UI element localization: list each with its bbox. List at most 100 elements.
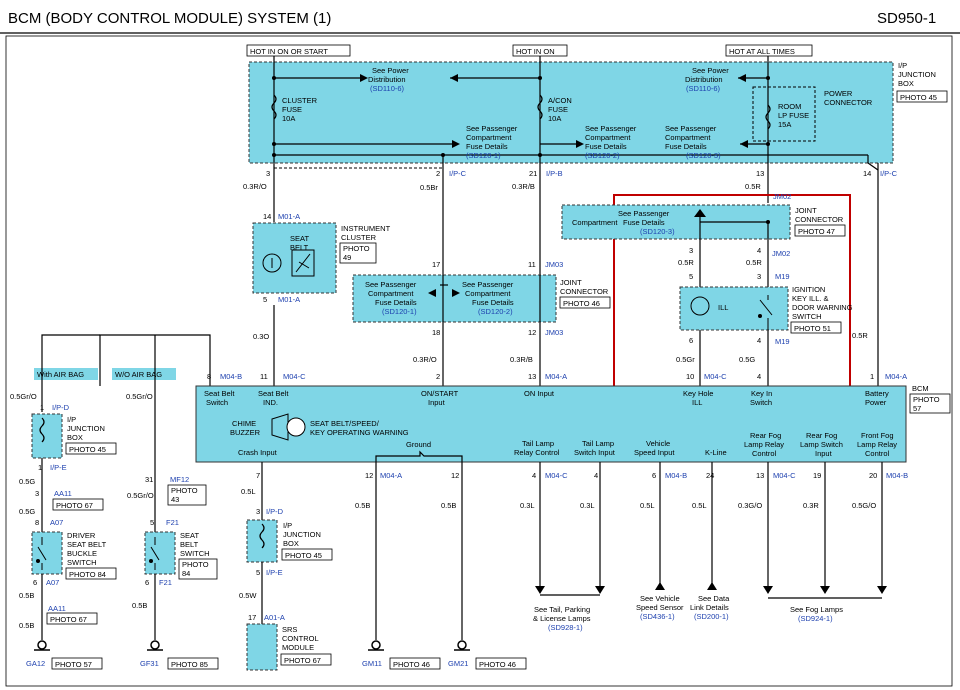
svg-text:57: 57 [913,404,921,413]
svg-text:M04-B: M04-B [665,471,687,480]
svg-text:JM03: JM03 [545,328,563,337]
svg-text:AA11: AA11 [48,604,66,613]
svg-text:SWITCH: SWITCH [67,558,97,567]
svg-text:3: 3 [256,507,260,516]
svg-text:5: 5 [150,518,154,527]
svg-text:W/O AIR BAG: W/O AIR BAG [115,370,162,379]
svg-text:PHOTO 67: PHOTO 67 [50,615,87,624]
svg-text:I/P: I/P [67,415,76,424]
svg-text:5: 5 [689,272,693,281]
svg-text:1: 1 [40,403,44,412]
svg-text:Lamp Switch: Lamp Switch [800,440,843,449]
svg-text:With AIR BAG: With AIR BAG [37,370,84,379]
svg-text:I/P-B: I/P-B [546,169,563,178]
svg-text:14: 14 [263,212,271,221]
svg-text:CHIME: CHIME [232,419,256,428]
svg-text:See Fog Lamps: See Fog Lamps [790,605,843,614]
highlight-region: JM02 See Passenger Compartment Fuse Deta… [561,192,853,418]
svg-text:Fuse Details: Fuse Details [375,298,417,307]
svg-text:FUSE: FUSE [282,105,302,114]
svg-text:M01-A: M01-A [278,295,300,304]
svg-text:13: 13 [756,471,764,480]
svg-text:10: 10 [686,372,694,381]
svg-text:I/P: I/P [898,61,907,70]
svg-text:Compartment: Compartment [368,289,414,298]
svg-text:M19: M19 [775,337,790,346]
svg-text:SEAT: SEAT [290,234,309,243]
svg-text:17: 17 [248,613,256,622]
svg-text:See Vehicle: See Vehicle [640,594,680,603]
svg-text:Link Details: Link Details [690,603,729,612]
svg-text:F21: F21 [166,518,179,527]
svg-text:JM03: JM03 [545,260,563,269]
svg-text:Key In: Key In [751,389,772,398]
svg-text:See Power: See Power [692,66,729,75]
svg-text:See Passenger: See Passenger [462,280,514,289]
svg-text:CLUSTER: CLUSTER [341,233,377,242]
svg-text:14: 14 [863,169,871,178]
svg-text:M04-B: M04-B [220,372,242,381]
svg-text:0.3L: 0.3L [520,501,535,510]
svg-text:0.5L: 0.5L [692,501,707,510]
svg-text:GA12: GA12 [26,659,45,668]
svg-text:(SD120-2): (SD120-2) [478,307,513,316]
svg-text:0.5L: 0.5L [241,487,256,496]
svg-text:M04-C: M04-C [545,471,568,480]
svg-text:Speed Input: Speed Input [634,448,675,457]
svg-text:AA11: AA11 [54,489,72,498]
left-seat-belt-circuits: With AIR BAG W/O AIR BAG 0.5Gr/O 0.5Gr/O… [10,334,219,670]
svg-text:13: 13 [756,169,764,178]
svg-text:12: 12 [451,471,459,480]
svg-text:ON Input: ON Input [524,389,555,398]
svg-text:M04-A: M04-A [885,372,907,381]
svg-text:I/P-C: I/P-C [449,169,467,178]
svg-text:0.5B: 0.5B [19,621,34,630]
svg-text:5: 5 [256,568,260,577]
svg-text:POWER: POWER [824,89,853,98]
svg-text:0.5W: 0.5W [239,591,257,600]
svg-text:Control: Control [752,449,777,458]
svg-text:Lamp Relay: Lamp Relay [744,440,784,449]
svg-text:ROOM: ROOM [778,102,801,111]
svg-text:See Passenger: See Passenger [585,124,637,133]
svg-text:JOINT: JOINT [560,278,582,287]
svg-text:Switch: Switch [750,398,772,407]
svg-text:M19: M19 [775,272,790,281]
svg-text:0.5B: 0.5B [355,501,370,510]
svg-text:PHOTO: PHOTO [171,486,198,495]
bcm-top-pins: 8 M04-B 11 M04-C 2 13 M04-A 10 M04-C 4 1… [99,334,907,386]
svg-text:31: 31 [145,475,153,484]
svg-text:0.3R/O: 0.3R/O [243,182,267,191]
svg-text:4: 4 [757,372,761,381]
svg-text:BELT: BELT [290,243,309,252]
diagram-title: BCM (BODY CONTROL MODULE) SYSTEM (1) [8,10,331,27]
svg-text:3: 3 [689,246,693,255]
svg-text:0.3R/B: 0.3R/B [512,182,535,191]
svg-text:JUNCTION: JUNCTION [898,70,936,79]
svg-text:PHOTO 46: PHOTO 46 [479,660,516,669]
svg-text:See Passenger: See Passenger [365,280,417,289]
svg-text:Compartment: Compartment [585,133,631,142]
svg-text:JM02: JM02 [772,249,790,258]
svg-text:0.5Br: 0.5Br [420,183,438,192]
svg-text:BOX: BOX [283,539,299,548]
top-box-pins: 3 2 I/P-C 21 I/P-B 13 14 I/P-C 0.3R/O 0.… [243,169,898,192]
svg-text:IGNITION: IGNITION [792,285,825,294]
svg-text:SWITCH: SWITCH [792,312,822,321]
svg-text:Speed Sensor: Speed Sensor [636,603,684,612]
svg-text:6: 6 [689,336,693,345]
svg-text:PHOTO 45: PHOTO 45 [285,551,322,560]
svg-text:Lamp Relay: Lamp Relay [857,440,897,449]
svg-text:(SD120-1): (SD120-1) [382,307,417,316]
svg-text:0.5L: 0.5L [640,501,655,510]
srs-circuit: 7 0.5L 3 I/P-D I/P JUNCTION BOX PHOTO 45… [239,462,333,671]
svg-text:Fuse Details: Fuse Details [585,142,627,151]
svg-text:M04-C: M04-C [773,471,796,480]
svg-text:See Passenger: See Passenger [665,124,717,133]
svg-text:See Data: See Data [698,594,730,603]
svg-text:0.5G: 0.5G [19,507,35,516]
svg-text:KEY OPERATING WARNING: KEY OPERATING WARNING [310,428,409,437]
svg-text:(SD120-1): (SD120-1) [466,151,501,160]
svg-text:Compartment: Compartment [665,133,711,142]
svg-text:A07: A07 [46,578,59,587]
